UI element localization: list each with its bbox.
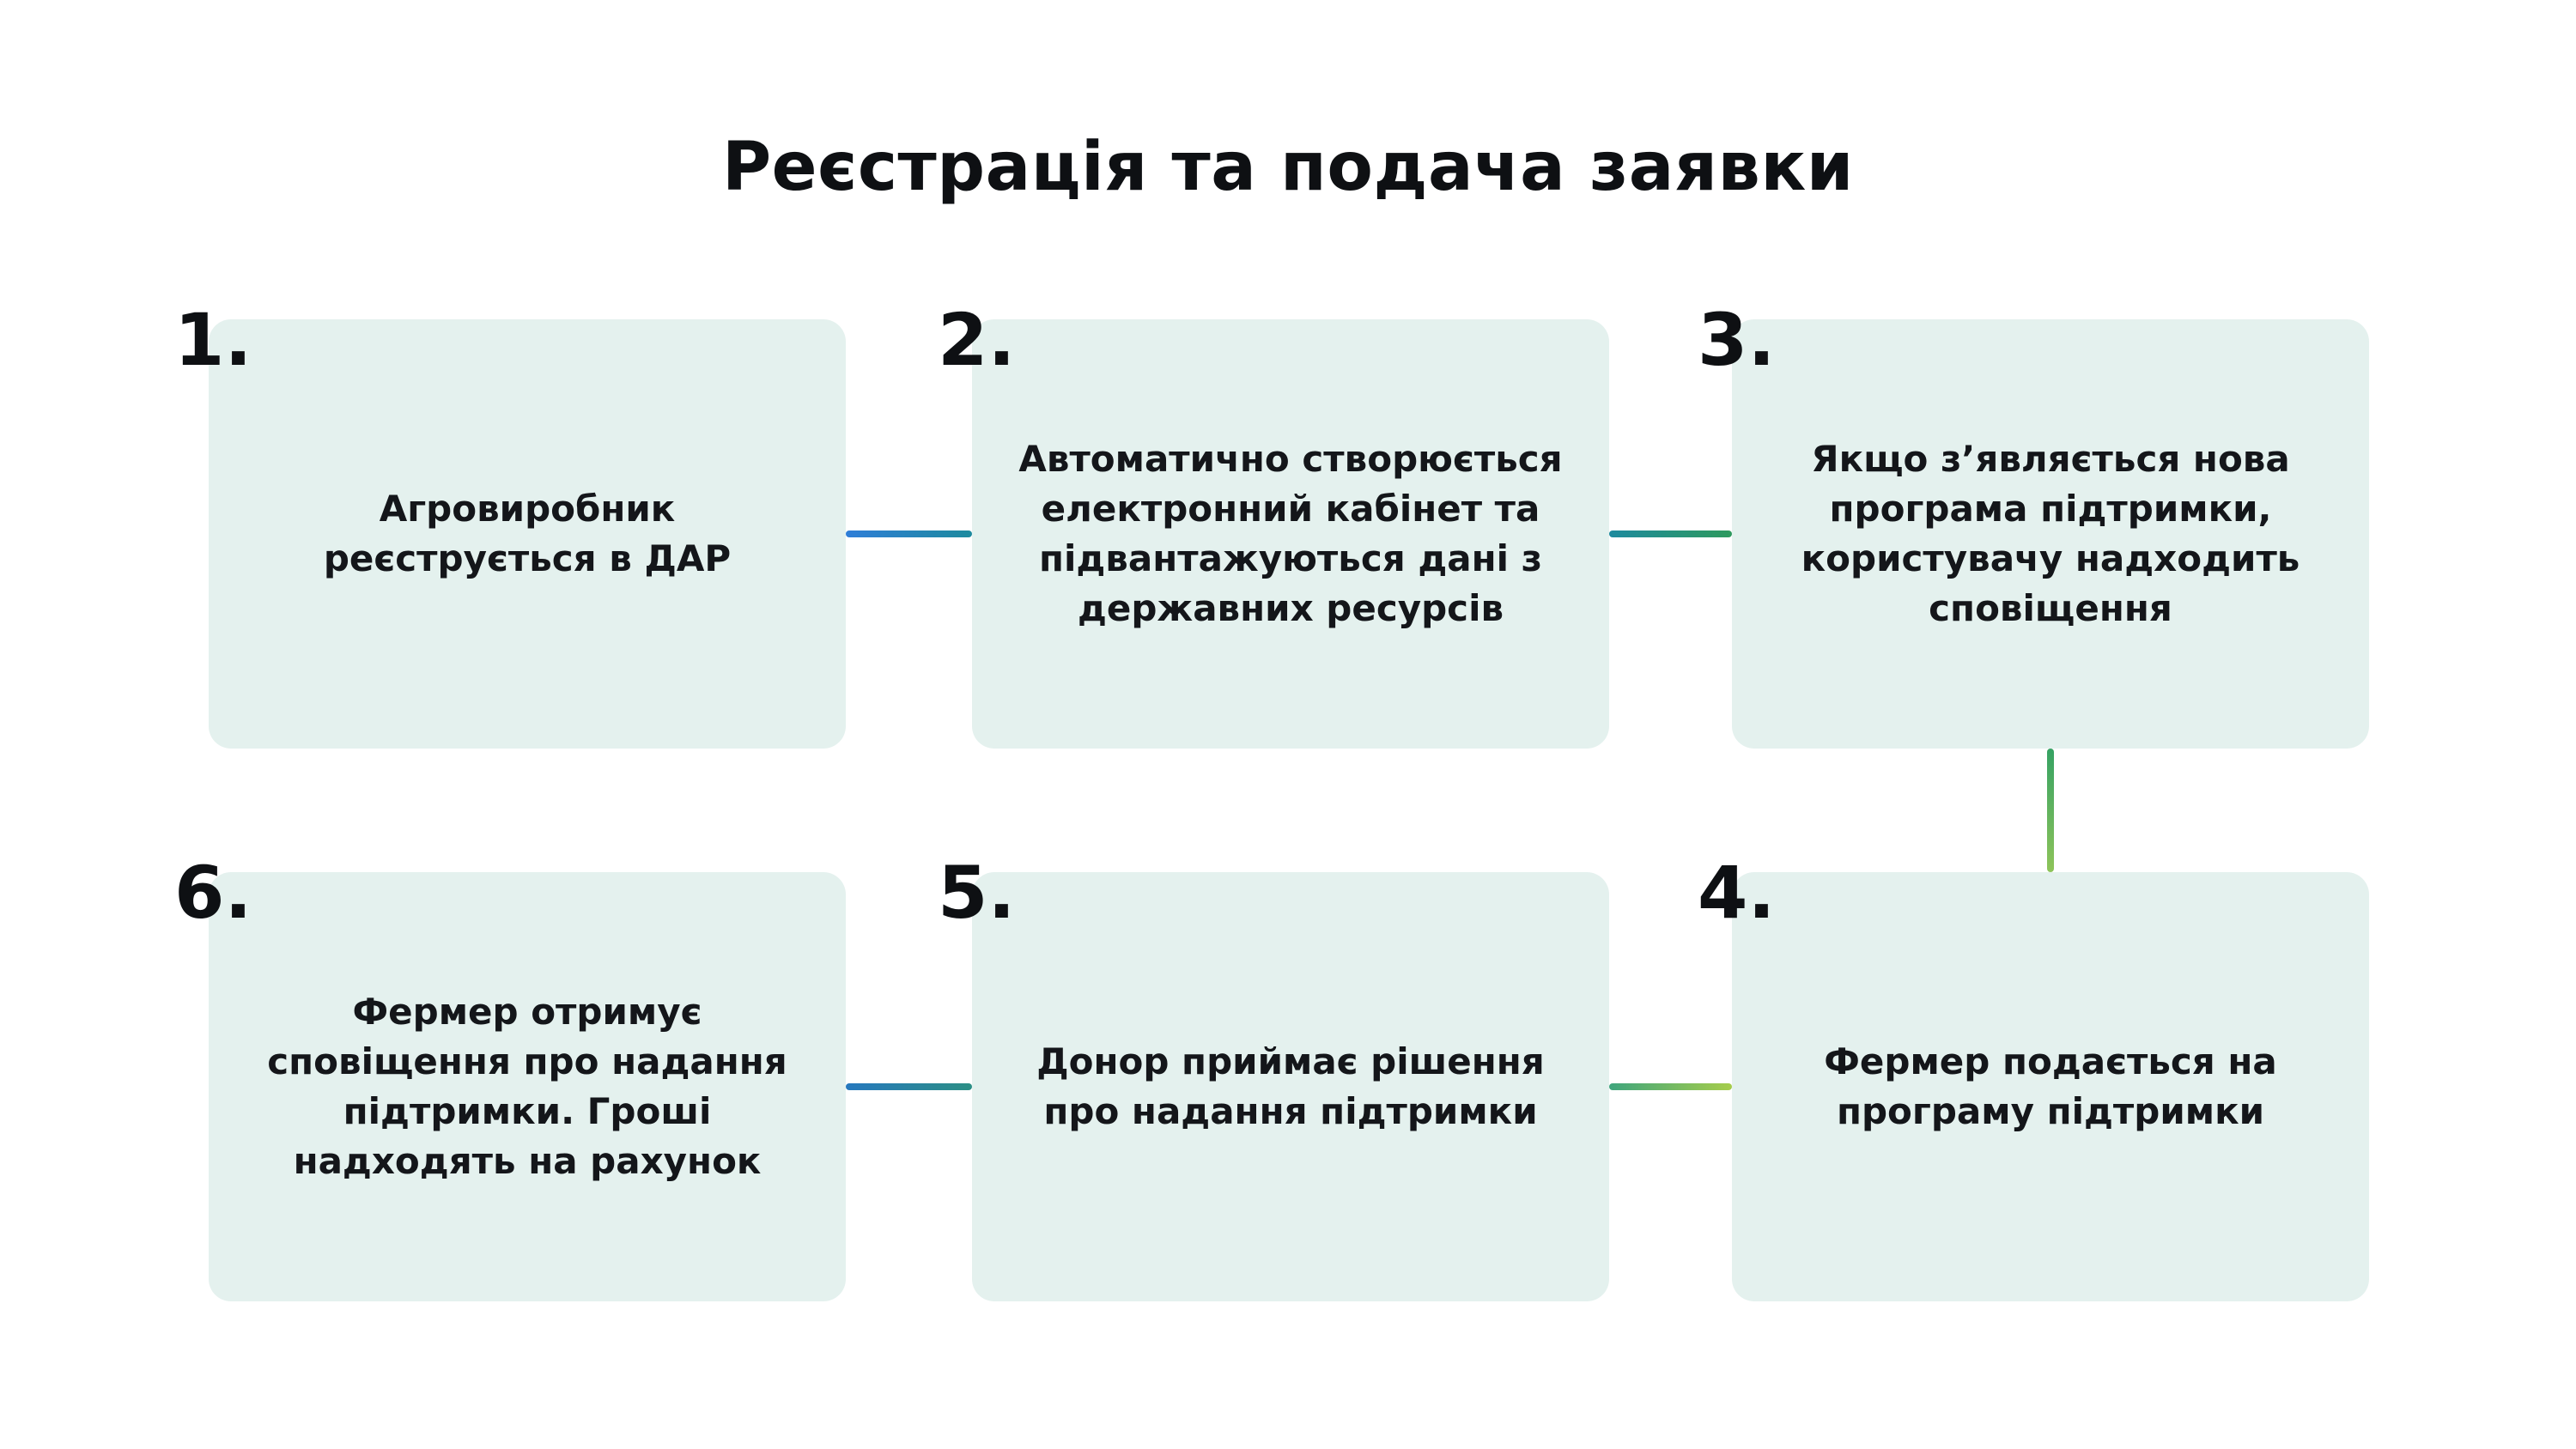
step-3-number: 3. xyxy=(1698,298,1776,382)
connector-step1-step2 xyxy=(846,530,972,537)
step-1-text: Агровиробник реєструється в ДАР xyxy=(323,488,732,579)
step-5-text: Донор приймає рішення про надання підтри… xyxy=(1036,1040,1545,1132)
step-1-number: 1. xyxy=(174,298,252,382)
connector-step3-step4 xyxy=(2047,749,2054,872)
step-box-5: 5. Донор приймає рішення про надання під… xyxy=(938,857,1609,1301)
step-box-3: 3. Якщо з’являється нова програма підтри… xyxy=(1698,304,2369,749)
step-5-number: 5. xyxy=(938,851,1016,935)
connector-step5-step6 xyxy=(846,1083,972,1090)
step-6-text: Фермер отримує сповіщення про надання пі… xyxy=(267,991,787,1182)
connector-step4-step5 xyxy=(1609,1083,1732,1090)
step-6-number: 6. xyxy=(174,851,252,935)
step-2-number: 2. xyxy=(938,298,1016,382)
step-3-text: Якщо з’являється нова програма підтримки… xyxy=(1801,438,2300,629)
step-2-text: Автоматично створюється електронний кабі… xyxy=(1018,438,1563,629)
step-box-2: 2. Автоматично створюється електронний к… xyxy=(938,304,1609,749)
step-box-4: 4. Фермер подається на програму підтримк… xyxy=(1698,857,2369,1301)
step-box-6: 6. Фермер отримує сповіщення про надання… xyxy=(174,857,846,1301)
connector-step2-step3 xyxy=(1609,530,1732,537)
step-4-text: Фермер подається на програму підтримки xyxy=(1824,1040,2277,1132)
step-4-number: 4. xyxy=(1698,851,1776,935)
diagram-title: Реєстрація та подача заявки xyxy=(722,129,1854,206)
step-box-1: 1. Агровиробник реєструється в ДАР xyxy=(174,304,846,749)
